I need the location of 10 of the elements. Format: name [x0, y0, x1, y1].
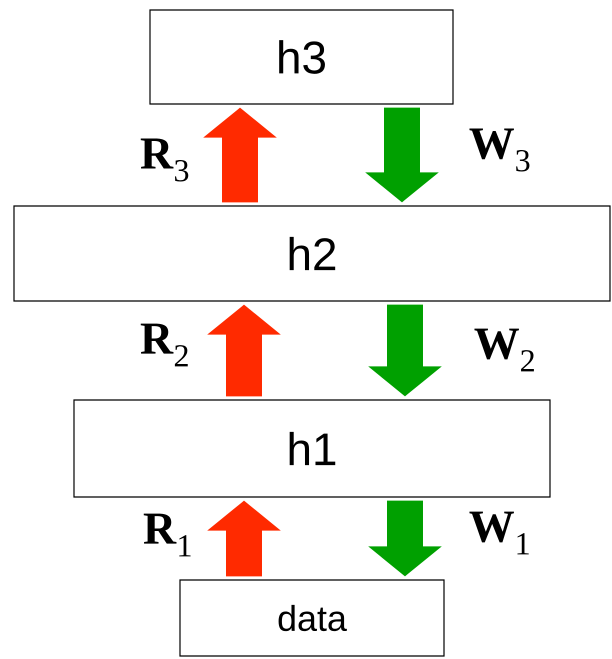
layer-box: h1 — [73, 399, 551, 498]
layer-box: h2 — [13, 205, 611, 302]
edge-label: W$_{2}$ — [474, 328, 534, 372]
layer-box: h3 — [149, 9, 454, 105]
edge-label: R$_{2}$ — [140, 324, 188, 366]
edge-label: R$_{3}$ — [140, 138, 188, 182]
edge-label: W$_{1}$ — [469, 512, 529, 554]
layer-box: data — [179, 579, 445, 657]
edge-label: W$_{3}$ — [469, 128, 530, 172]
edge-label: R$_{1}$ — [144, 514, 191, 556]
